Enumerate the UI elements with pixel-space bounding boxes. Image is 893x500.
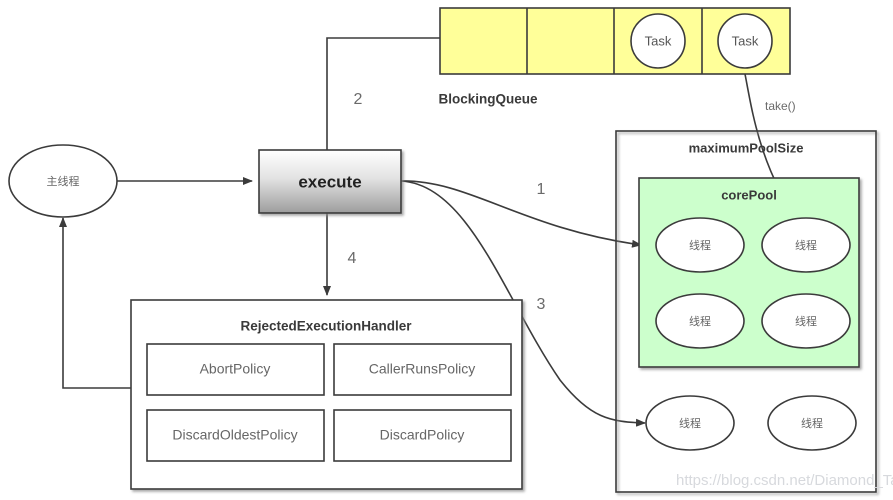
core-thread-3: 线程 xyxy=(655,293,745,349)
policy-label: DiscardPolicy xyxy=(380,427,465,443)
blocking-queue: Task Task BlockingQueue xyxy=(438,7,791,107)
policy-label: AbortPolicy xyxy=(200,361,271,377)
core-thread-1: 线程 xyxy=(655,217,745,273)
core-thread-2: 线程 xyxy=(761,217,851,273)
queue-cell-4-task: Task xyxy=(717,13,773,69)
edge-label-4: 4 xyxy=(348,250,357,267)
edge-label-2: 2 xyxy=(354,91,363,108)
thread-label: 线程 xyxy=(689,238,711,252)
policy-caller-runs: CallerRunsPolicy xyxy=(333,343,512,396)
thread-label: 线程 xyxy=(679,416,701,430)
rejected-execution-handler-title: RejectedExecutionHandler xyxy=(240,319,412,334)
edge-2-execute-to-queue: 2 xyxy=(326,34,450,181)
queue-cell-3-task: Task xyxy=(630,13,686,69)
policy-label: CallerRunsPolicy xyxy=(369,361,476,377)
main-thread-node: 主线程 xyxy=(8,144,118,218)
task-label: Task xyxy=(645,33,672,48)
task-label: Task xyxy=(732,33,759,48)
policy-label: DiscardOldestPolicy xyxy=(172,427,297,443)
rejected-execution-handler-box: RejectedExecutionHandler AbortPolicy Cal… xyxy=(130,299,523,490)
extra-thread-1: 线程 xyxy=(645,395,735,451)
thread-label: 线程 xyxy=(795,314,817,328)
edge-label-3: 3 xyxy=(537,296,546,313)
watermark: https://blog.csdn.net/Diamond_Tao xyxy=(676,472,893,489)
core-thread-4: 线程 xyxy=(761,293,851,349)
thread-label: 线程 xyxy=(801,416,823,430)
extra-thread-2: 线程 xyxy=(767,395,857,451)
edge-1-execute-to-corepool: 1 xyxy=(400,180,642,248)
main-thread-label: 主线程 xyxy=(47,174,80,188)
edge-3-execute-to-extra-thread: 3 xyxy=(400,180,646,427)
edge-handler-to-mainthread xyxy=(59,217,131,389)
thread-label: 线程 xyxy=(689,314,711,328)
policy-abort: AbortPolicy xyxy=(146,343,325,396)
policy-discard-oldest: DiscardOldestPolicy xyxy=(146,409,325,462)
thread-label: 线程 xyxy=(795,238,817,252)
execute-label: execute xyxy=(298,172,361,191)
blocking-queue-title: BlockingQueue xyxy=(438,92,538,107)
policy-discard: DiscardPolicy xyxy=(333,409,512,462)
edge-label-1: 1 xyxy=(537,181,546,198)
maximum-pool-size-title: maximumPoolSize xyxy=(689,140,804,155)
execute-box: execute xyxy=(258,149,402,214)
edge-label-take: take() xyxy=(765,99,796,113)
edge-4-execute-to-handler: 4 xyxy=(323,213,357,296)
maximum-pool-size-box: maximumPoolSize corePool 线程 线程 线程 xyxy=(615,130,877,493)
core-pool-box: corePool 线程 线程 线程 线程 xyxy=(638,177,860,368)
core-pool-title: corePool xyxy=(721,187,777,202)
